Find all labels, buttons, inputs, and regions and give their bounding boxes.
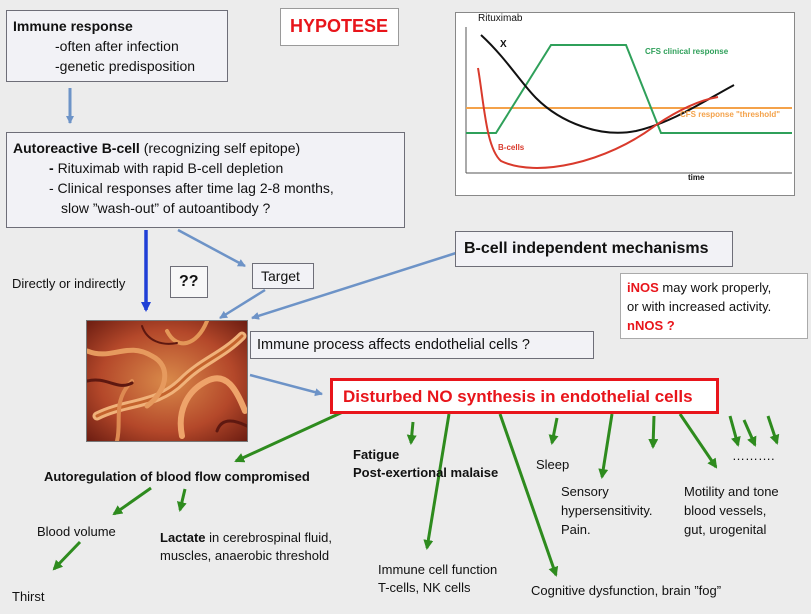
- sensory-line1: Sensory: [561, 484, 609, 499]
- immune-response-heading: Immune response: [13, 18, 133, 34]
- lactate-line2: muscles, anaerobic threshold: [160, 548, 330, 563]
- target-label: Target: [261, 268, 300, 284]
- arrow-to-immune-cell: [423, 413, 451, 550]
- inos-label: iNOS: [627, 280, 659, 295]
- bcell-bullet2: - Clinical responses after time lag 2-8 …: [49, 180, 334, 196]
- arrow-more-2: [742, 419, 757, 447]
- bcell-heading-note: (recognizing self epitope): [143, 140, 301, 156]
- arrow-more-3: [766, 415, 780, 445]
- inos-line1-rest: may work properly,: [658, 280, 772, 295]
- bcell-bullet1-dash: -: [49, 160, 54, 176]
- motility-line3: gut, urogenital: [684, 522, 767, 537]
- question-box: ??: [170, 266, 208, 298]
- fatigue-label: Fatigue: [353, 447, 400, 462]
- inos-box: iNOS may work properly, or with increase…: [620, 273, 808, 339]
- chart-rituximab-label: Rituximab: [478, 13, 523, 24]
- immune-response-box: Immune response -often after infection -…: [6, 10, 228, 82]
- arrow-image-to-disturbed: [249, 373, 323, 397]
- immune-cell-line2: T-cells, NK cells: [378, 580, 471, 595]
- disturbed-no-label: Disturbed NO synthesis in endothelial ce…: [343, 387, 693, 406]
- arrow-bcell-to-target: [177, 228, 246, 268]
- arrow-to-sleep: [548, 417, 559, 445]
- endothelial-micrograph-image: [86, 320, 248, 442]
- bcell-bullet2-cont: slow ”wash-out” of autoantibody ?: [61, 200, 271, 216]
- arrow-to-motility: [678, 413, 718, 469]
- hypothesis-title-box: HYPOTESE: [280, 8, 399, 46]
- arrow-to-sleep-2: [648, 415, 659, 449]
- question-mark: ??: [179, 273, 199, 290]
- arrow-independent-to-image: [251, 251, 457, 320]
- arrow-target-to-image: [219, 288, 266, 320]
- sensory-line3: Pain.: [561, 522, 591, 537]
- bcells-line: [477, 67, 719, 169]
- immune-process-label: Immune process affects endothelial cells…: [257, 337, 530, 353]
- bcell-box: Autoreactive B-cell (recognizing self ep…: [6, 132, 405, 228]
- chart-bcells-label: B-cells: [498, 143, 525, 152]
- bcell-heading: Autoreactive B-cell: [13, 140, 140, 156]
- independent-label: B-cell independent mechanisms: [464, 240, 709, 257]
- cognitive-label: Cognitive dysfunction, brain ”fog”: [531, 583, 722, 598]
- arrow-to-fatigue: [406, 421, 417, 445]
- arrow-to-thirst: [52, 540, 82, 571]
- directly-label: Directly or indirectly: [12, 276, 126, 291]
- rituximab-line: [480, 34, 735, 134]
- immune-process-box: Immune process affects endothelial cells…: [250, 331, 594, 359]
- nnos-label: nNOS ?: [627, 318, 675, 333]
- lactate-bold: Lactate: [160, 530, 206, 545]
- chart-clinical-label: CFS clinical response: [645, 47, 729, 56]
- thirst-label: Thirst: [12, 589, 45, 604]
- motility-line2: blood vessels,: [684, 503, 767, 518]
- lactate-rest: in cerebrospinal fluid,: [205, 530, 332, 545]
- immune-cell-line1: Immune cell function: [378, 562, 498, 577]
- inos-line1: iNOS may work properly,: [627, 278, 771, 297]
- pem-label: Post-exertional malaise: [353, 465, 499, 480]
- arrow-to-cognitive: [498, 413, 559, 577]
- rituximab-chart: Rituximab X CFS clinical response CFS re…: [455, 12, 795, 196]
- sensory-line2: hypersensitivity.: [561, 503, 653, 518]
- page-title: HYPOTESE: [290, 16, 389, 36]
- chart-threshold-label: CFS response "threshold": [680, 110, 781, 119]
- chart-time-label: time: [688, 173, 705, 182]
- sleep-label: Sleep: [536, 457, 570, 472]
- disturbed-no-box: Disturbed NO synthesis in endothelial ce…: [330, 378, 719, 414]
- independent-box: B-cell independent mechanisms: [455, 231, 733, 267]
- bcell-bullet1: Rituximab with rapid B-cell depletion: [57, 160, 284, 176]
- target-box: Target: [252, 263, 314, 289]
- arrow-more-1: [728, 415, 741, 447]
- lactate-line1: Lactate in cerebrospinal fluid,: [160, 528, 332, 547]
- immune-response-line1: -often after infection: [55, 38, 179, 54]
- arrow-to-sensory: [598, 413, 614, 479]
- arrow-to-blood-volume: [112, 486, 152, 516]
- more-dots: ……….: [732, 448, 775, 463]
- arrow-to-lactate: [176, 488, 187, 512]
- immune-response-line2: -genetic predisposition: [55, 58, 196, 74]
- bcell-heading-line: Autoreactive B-cell (recognizing self ep…: [13, 139, 300, 158]
- autoregulation-label: Autoregulation of blood flow compromised: [44, 469, 310, 484]
- inos-line2: or with increased activity.: [627, 299, 772, 314]
- blood-volume-label: Blood volume: [37, 524, 116, 539]
- arrow-to-autoregulation: [234, 409, 346, 463]
- chart-x-mark: X: [500, 39, 507, 50]
- motility-line1: Motility and tone: [684, 484, 779, 499]
- clinical-response-line: [466, 44, 792, 134]
- chart-svg: [465, 27, 792, 174]
- bcell-bullet1-line: - Rituximab with rapid B-cell depletion: [49, 159, 283, 178]
- micrograph-svg: [87, 321, 247, 441]
